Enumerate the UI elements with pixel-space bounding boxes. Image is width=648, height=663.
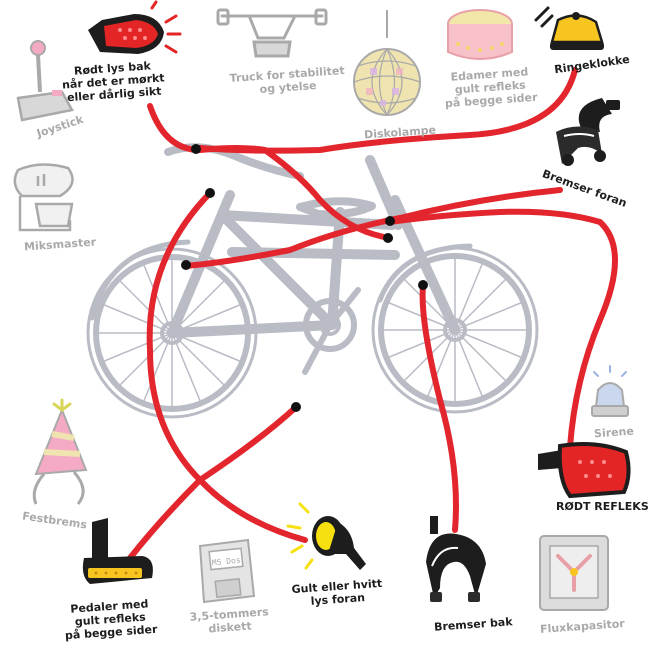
edam-cheese-icon bbox=[448, 10, 512, 59]
flux-capacitor-icon bbox=[540, 536, 608, 610]
bell-icon bbox=[536, 8, 604, 50]
floppy-disk-icon: MS Dos bbox=[200, 540, 254, 602]
line-pedaler bbox=[130, 408, 295, 558]
label-sirene: Sirene bbox=[594, 425, 635, 441]
siren-icon bbox=[592, 366, 628, 416]
line-gult-lys bbox=[150, 193, 305, 540]
connector-lines bbox=[130, 70, 615, 558]
disco-ball-icon bbox=[354, 10, 420, 115]
truck-icon bbox=[218, 10, 326, 56]
label-line: RØDT REFLEKS bbox=[556, 500, 648, 513]
front-brake-icon bbox=[556, 98, 620, 166]
red-reflector-icon bbox=[538, 444, 629, 496]
label-rodt-refleks: RØDT REFLEKS bbox=[556, 500, 648, 513]
pedal-icon bbox=[83, 518, 153, 584]
party-hat-icon bbox=[34, 400, 86, 504]
label-line: Sirene bbox=[594, 425, 635, 441]
mixer-icon bbox=[15, 164, 73, 230]
taillight-icon bbox=[88, 2, 180, 54]
